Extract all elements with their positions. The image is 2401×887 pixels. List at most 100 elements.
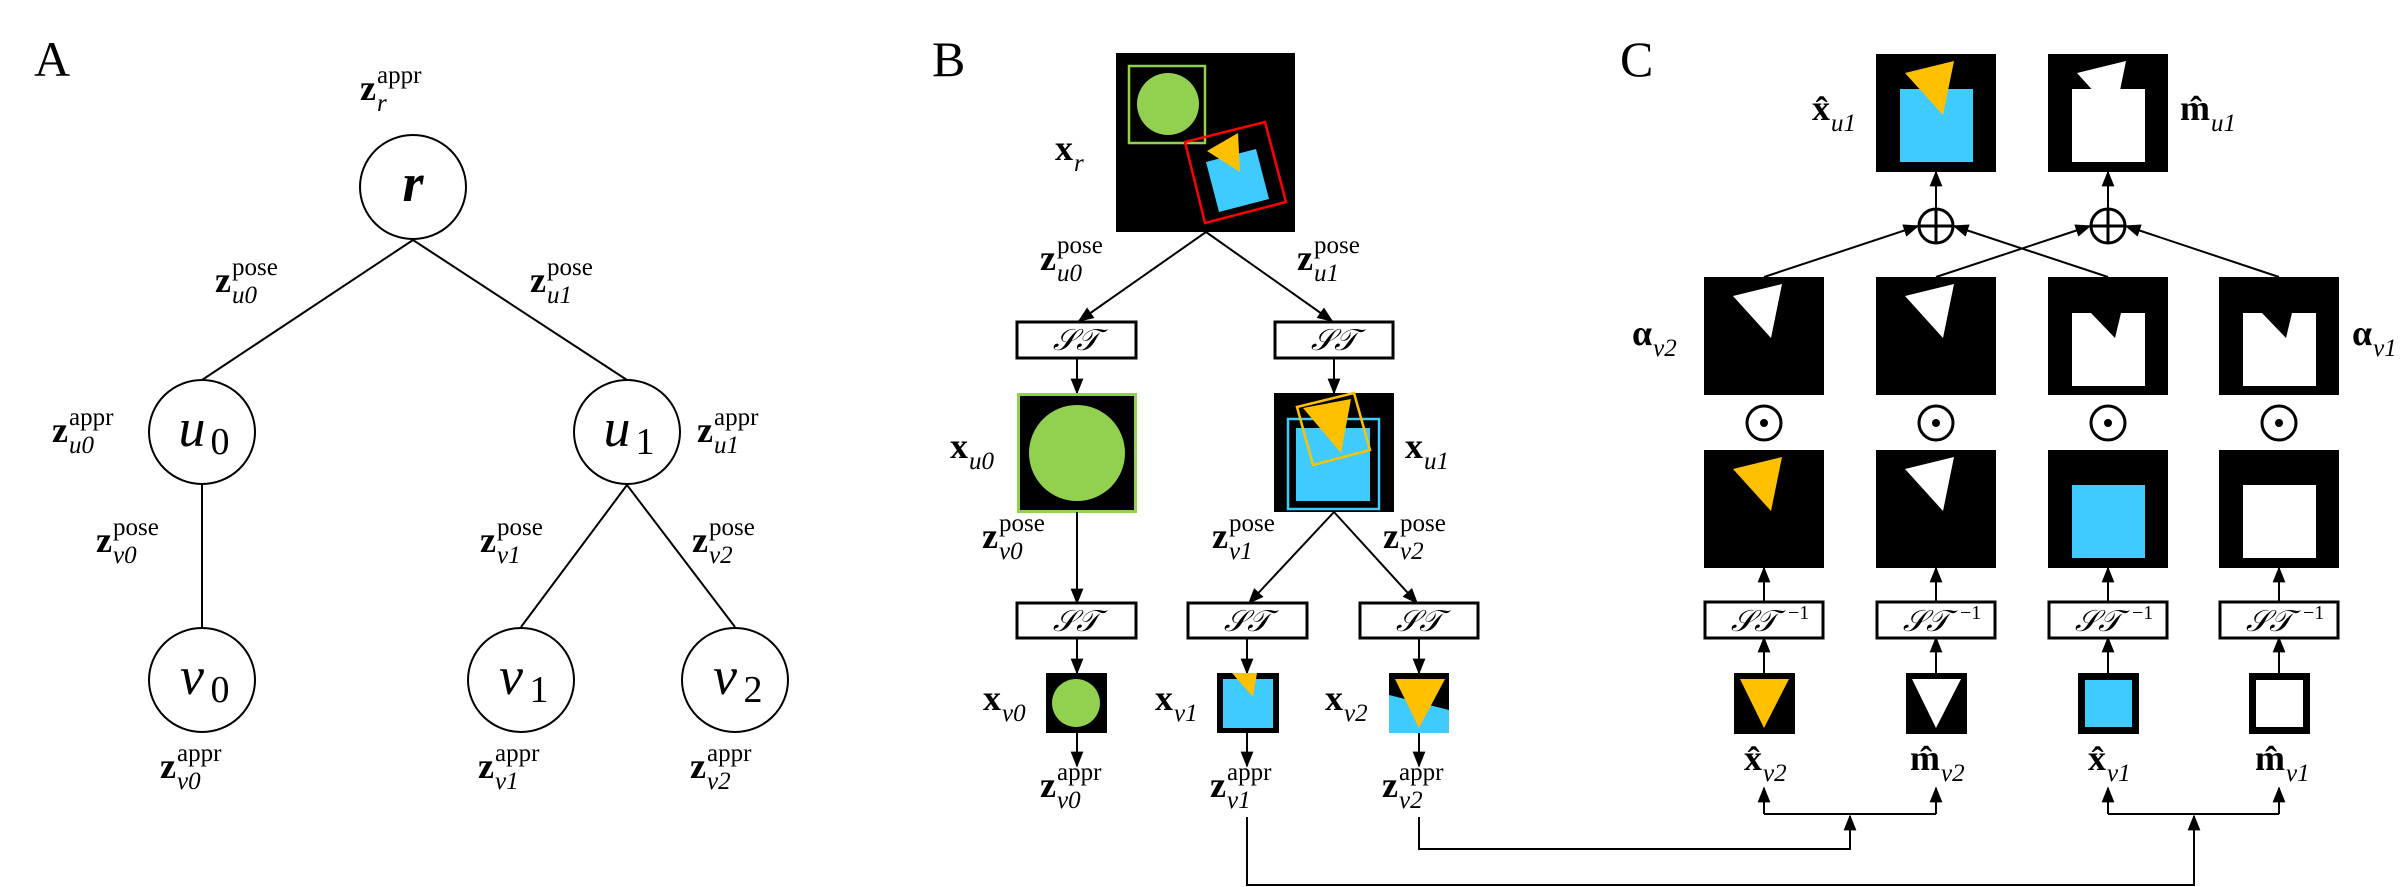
label-subscript: v0: [999, 538, 1023, 565]
odot-icon: [2260, 404, 2298, 442]
image-x-hat-v2: [1734, 673, 1795, 734]
odot-icon: [2089, 404, 2127, 442]
st-box-v2: [1358, 601, 1480, 640]
label-base: z: [1297, 238, 1313, 278]
label-superscript: appr: [177, 740, 222, 767]
connector-zv1-to-decoder: [1246, 814, 2201, 886]
label-superscript: appr: [495, 740, 540, 767]
st-label: 𝒮𝒯: [1053, 605, 1108, 638]
label-subscript: u1: [2211, 110, 2236, 137]
yellow-triangle: [1303, 399, 1351, 453]
label-superscript: appr: [377, 62, 422, 89]
image-st-inv-m-v1: [2219, 450, 2339, 568]
connector-zv2-to-decoder: [1418, 814, 1857, 850]
node-circle: [148, 379, 256, 485]
image-alpha-v1-x: [2048, 277, 2168, 395]
label-subscript: r: [1074, 150, 1084, 177]
triangle: [1912, 679, 1961, 728]
label-subscript: v1: [1227, 787, 1251, 814]
label-base: z: [1210, 765, 1226, 805]
image-alpha-v1-m: [2219, 277, 2339, 395]
yellow-triangle: [1207, 133, 1240, 172]
st-inverse-label: 𝒮𝒯: [2246, 605, 2301, 638]
label-base: z: [982, 516, 998, 556]
image-m-hat-u1: [2048, 54, 2168, 172]
image-x-v2: [1389, 673, 1449, 733]
label-subscript: u1: [1424, 448, 1449, 475]
label-subscript: u0: [1057, 260, 1083, 287]
label-superscript: pose: [547, 254, 593, 281]
square: [2256, 680, 2303, 727]
label-base: m̂: [2180, 88, 2210, 128]
node-label: u: [179, 398, 206, 458]
cyan-square: [1206, 149, 1269, 212]
st-label: 𝒮𝒯: [1224, 605, 1279, 638]
label-subscript: v1: [2107, 760, 2131, 787]
label-subscript: v1: [2286, 760, 2310, 787]
arrow-xu1-st-v1: [1247, 511, 1335, 605]
label-superscript: pose: [113, 514, 159, 541]
label-base: z: [360, 68, 376, 108]
label-base: z: [1212, 516, 1228, 556]
edge-r-u0: [201, 239, 414, 381]
tree-node-r: r: [359, 134, 467, 240]
label-subscript: u1: [547, 282, 572, 309]
label-subscript: u1: [714, 432, 739, 459]
label-subscript: u0: [232, 282, 258, 309]
label-base: z: [1040, 765, 1056, 805]
label-base: x: [1155, 678, 1173, 718]
edge-u1-v1: [520, 484, 628, 628]
mask-triangle: [2077, 61, 2126, 115]
oplus-icon: [2089, 207, 2127, 245]
arrow-xu1-st-v2: [1333, 511, 1419, 605]
label-c-xhat-u1: x̂u1: [1812, 88, 1856, 137]
label-c-xhat-v2: x̂v2: [1744, 738, 1787, 787]
tree-edges: [201, 239, 736, 628]
alpha-triangle: [1905, 284, 1954, 338]
st-inverse-exponent: −1: [1960, 602, 1981, 624]
image-x-u0: [1017, 393, 1137, 513]
node-label: r: [402, 153, 424, 213]
label-subscript: v2: [1344, 700, 1368, 727]
panel-b: 𝒮𝒯 𝒮𝒯 𝒮𝒯 𝒮𝒯 𝒮𝒯: [1015, 53, 2201, 886]
label-base: x: [983, 678, 1001, 718]
panel-label-c: C: [1620, 31, 1653, 87]
label-subscript: v2: [709, 542, 733, 569]
label-superscript: pose: [1057, 232, 1103, 259]
triangle: [1740, 679, 1789, 728]
image-alpha-v2-m: [1876, 277, 1996, 395]
node-subscript: 0: [211, 421, 230, 463]
green-circle: [1029, 405, 1125, 501]
label-base: x̂: [1812, 88, 1830, 128]
image-x-u1: [1274, 391, 1394, 512]
label-base: z: [690, 746, 706, 786]
label-subscript: v2: [1941, 760, 1965, 787]
label-base: z: [1383, 516, 1399, 556]
st-inverse-exponent: −1: [1788, 602, 1809, 624]
label-base: x̂: [1744, 738, 1762, 778]
st-box-v1: [1186, 601, 1309, 640]
label-subscript: r: [377, 90, 387, 117]
label-base: z: [160, 746, 176, 786]
label-base: x̂: [2088, 738, 2106, 778]
node-subscript: 2: [744, 669, 763, 711]
image-alpha-v2-x: [1704, 277, 1824, 395]
arrow-to-oplus: [1763, 224, 1920, 278]
label-subscript: v1: [1229, 538, 1253, 565]
yellow-triangle: [1232, 673, 1257, 697]
label-base: x: [1405, 426, 1423, 466]
